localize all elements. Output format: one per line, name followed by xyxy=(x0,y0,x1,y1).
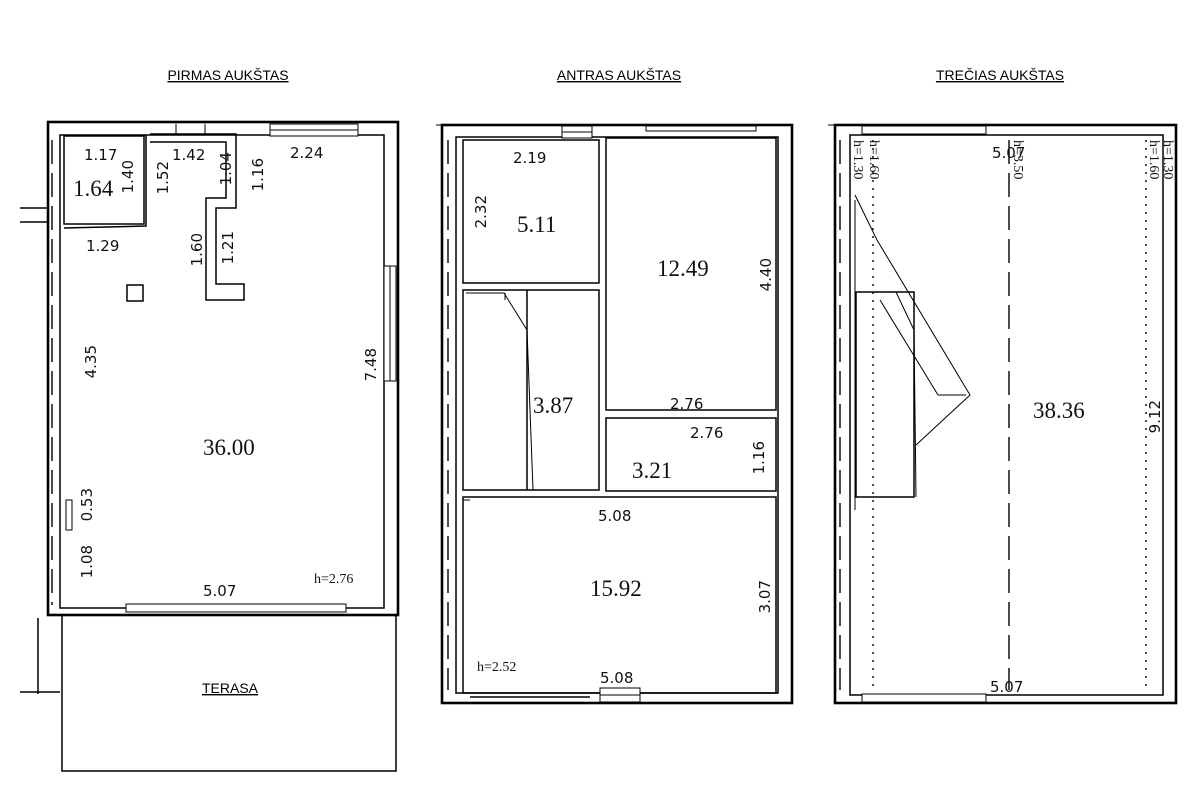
dimension-label: 4.35 xyxy=(82,345,100,378)
ceiling-height: h=2.52 xyxy=(477,660,516,675)
room-area: 1.64 xyxy=(73,176,114,201)
dimension-label: 1.42 xyxy=(172,146,205,164)
room-area: 15.92 xyxy=(590,576,642,601)
dimension-label: 4.40 xyxy=(757,258,775,291)
floor-3-windows xyxy=(861,125,987,703)
ceiling-height: h=2.76 xyxy=(314,572,353,587)
dimension-label: 1.16 xyxy=(249,158,267,191)
room-area: 3.87 xyxy=(533,393,573,418)
room-area: 36.00 xyxy=(203,435,255,460)
dimension-label: 7.48 xyxy=(362,348,380,381)
dimension-label: 2.19 xyxy=(513,149,546,167)
dimension-label: 5.07 xyxy=(992,144,1025,162)
dimension-label: 1.40 xyxy=(119,160,137,193)
ceiling-height: h=1.60 xyxy=(1146,140,1161,179)
dimension-label: 9.12 xyxy=(1146,400,1164,433)
floor-plan-1: PIRMAS AUKŠTAS xyxy=(20,67,400,772)
floor-3-walls xyxy=(828,123,1178,705)
dimension-label: 2.76 xyxy=(690,424,723,442)
dimension-label: 1.29 xyxy=(86,237,119,255)
dimension-label: 2.32 xyxy=(472,195,490,228)
floor-2-title: ANTRAS AUKŠTAS xyxy=(557,67,681,83)
dimension-label: 2.76 xyxy=(670,395,703,413)
floor-1-title: PIRMAS AUKŠTAS xyxy=(167,67,288,83)
dimension-label: 1.60 xyxy=(188,233,206,266)
dimension-label: 1.04 xyxy=(217,152,235,185)
floor-2-windows xyxy=(470,125,757,703)
floor-1-windows xyxy=(125,123,397,613)
dimension-label: 1.17 xyxy=(84,146,117,164)
dimension-label: 5.08 xyxy=(600,669,633,687)
dimension-label: 1.21 xyxy=(219,231,237,264)
dimension-label: 5.08 xyxy=(598,507,631,525)
ceiling-height: h=1.30 xyxy=(850,140,865,179)
floor-3-title: TREČIAS AUKŠTAS xyxy=(936,67,1064,83)
dimension-label: 3.07 xyxy=(756,580,774,613)
ceiling-height: h=1.60 xyxy=(866,140,881,179)
ceiling-height: h=1.30 xyxy=(1160,140,1175,179)
dimension-label: 1.16 xyxy=(750,441,768,474)
dimension-label: 1.52 xyxy=(154,161,172,194)
dimension-label: 2.24 xyxy=(290,144,323,162)
room-area: 38.36 xyxy=(1033,398,1085,423)
floor-plan-3: TREČIAS AUKŠTAS h=1.60 h=1.30 h=3.50 h=1… xyxy=(828,67,1178,705)
dimension-label: 1.08 xyxy=(78,545,96,578)
room-area: 3.21 xyxy=(632,458,672,483)
terrace-label: TERASA xyxy=(202,680,259,696)
room-area: 12.49 xyxy=(657,256,709,281)
floor-2-walls xyxy=(436,123,794,705)
room-area: 5.11 xyxy=(517,212,556,237)
ceiling-height: h=3.50 xyxy=(1010,140,1025,179)
dimension-label: 0.53 xyxy=(78,488,96,521)
dimension-label: 5.07 xyxy=(203,582,236,600)
floor-plan-2: ANTRAS AUKŠTAS xyxy=(436,67,794,705)
dimension-label: 5.07 xyxy=(990,678,1023,696)
terrace xyxy=(61,614,397,772)
